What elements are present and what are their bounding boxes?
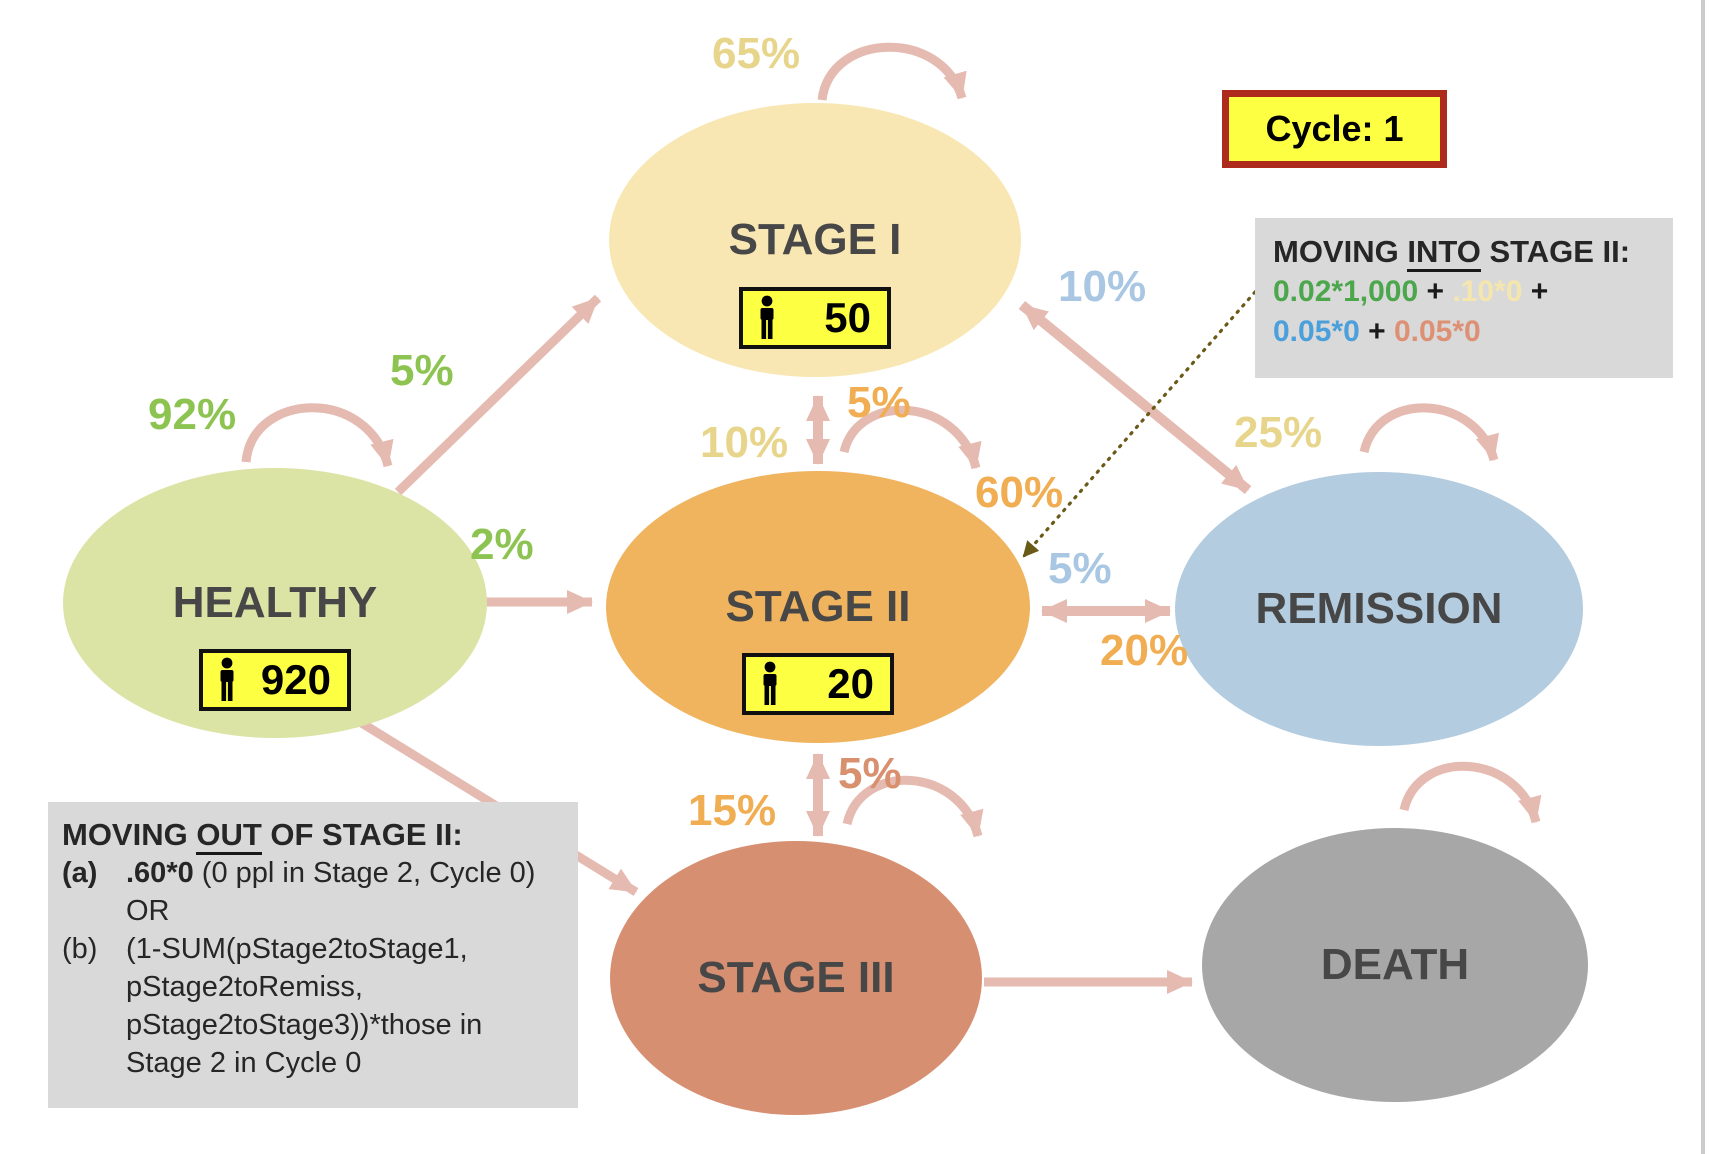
healthy-count: 920 — [260, 655, 331, 703]
note-out-item-or: OR — [126, 895, 170, 927]
stage1-count-box: 50 — [739, 286, 891, 349]
state-stage2: STAGE II 20 — [606, 471, 1030, 743]
self-loop-healthy — [241, 403, 394, 468]
cycle-label: Cycle: 1 — [1265, 108, 1404, 149]
slide-right-edge — [1701, 0, 1705, 1154]
note-into-formula-line1: 0.02*1,000 + .10*0 + — [1273, 275, 1549, 308]
arrow-remission-stage1 — [1018, 301, 1252, 494]
pct-stage2-to-stage1: 5% — [847, 378, 911, 427]
state-stage2-label: STAGE II — [725, 582, 911, 631]
state-stage3-label: STAGE III — [697, 953, 895, 1002]
note-out-item-a: (a) .60*0 (0 ppl in Stage 2, Cycle 0) — [62, 857, 536, 889]
self-loop-death — [1399, 762, 1542, 824]
note-moving-out-of-stage2: MOVING OUT OF STAGE II: (a) .60*0 (0 ppl… — [48, 802, 578, 1108]
stage2-count: 20 — [827, 660, 874, 708]
pct-healthy-to-stage1: 5% — [390, 346, 454, 395]
note-into-title: MOVING INTO STAGE II: — [1273, 232, 1657, 272]
pct-remission-to-stage1: 10% — [1058, 262, 1147, 311]
state-stage1-label: STAGE I — [728, 215, 902, 264]
state-remission: REMISSION — [1175, 472, 1583, 746]
pct-healthy-self: 92% — [148, 390, 237, 439]
state-death: DEATH — [1202, 828, 1588, 1102]
note-out-title: MOVING OUT OF STAGE II: — [62, 816, 564, 855]
person-icon — [220, 657, 234, 701]
person-icon — [760, 295, 774, 339]
state-remission-label: REMISSION — [1255, 584, 1503, 633]
arrow-healthy-to-stage1 — [394, 294, 602, 496]
pct-remission-self: 25% — [1234, 408, 1323, 457]
person-icon — [763, 661, 777, 706]
cycle-indicator: Cycle: 1 — [1222, 90, 1447, 168]
state-healthy-label: HEALTHY — [172, 578, 378, 627]
pct-stage3-to-stage2: 5% — [838, 749, 902, 798]
self-loop-remission — [1359, 403, 1499, 462]
note-moving-into-stage2: MOVING INTO STAGE II: 0.02*1,000 + .10*0… — [1255, 218, 1673, 378]
pct-stage2-self: 60% — [975, 468, 1064, 517]
state-death-label: DEATH — [1320, 940, 1470, 989]
healthy-count-box: 920 — [199, 648, 351, 711]
pct-stage2-to-remission: 20% — [1100, 626, 1189, 675]
stage2-count-box: 20 — [742, 653, 894, 716]
note-out-item-b: (b) (1-SUM(pStage2toStage1, pStage2toRem… — [62, 933, 483, 1079]
state-stage3: STAGE III — [610, 841, 982, 1115]
pct-remission-to-stage2: 5% — [1048, 544, 1112, 593]
state-stage1: STAGE I 50 — [609, 103, 1021, 377]
pct-healthy-to-stage2: 2% — [470, 520, 534, 569]
stage1-count: 50 — [824, 293, 871, 341]
self-loop-stage1 — [817, 42, 967, 101]
pct-stage1-to-stage2: 10% — [700, 418, 789, 467]
arrow-stage1-remission — [1018, 301, 1252, 494]
note-into-formula-line2: 0.05*0 + 0.05*0 — [1273, 315, 1481, 348]
state-healthy: HEALTHY 920 — [63, 468, 487, 738]
pct-stage1-self: 65% — [712, 29, 801, 78]
pct-stage2-to-stage3: 15% — [688, 786, 777, 835]
